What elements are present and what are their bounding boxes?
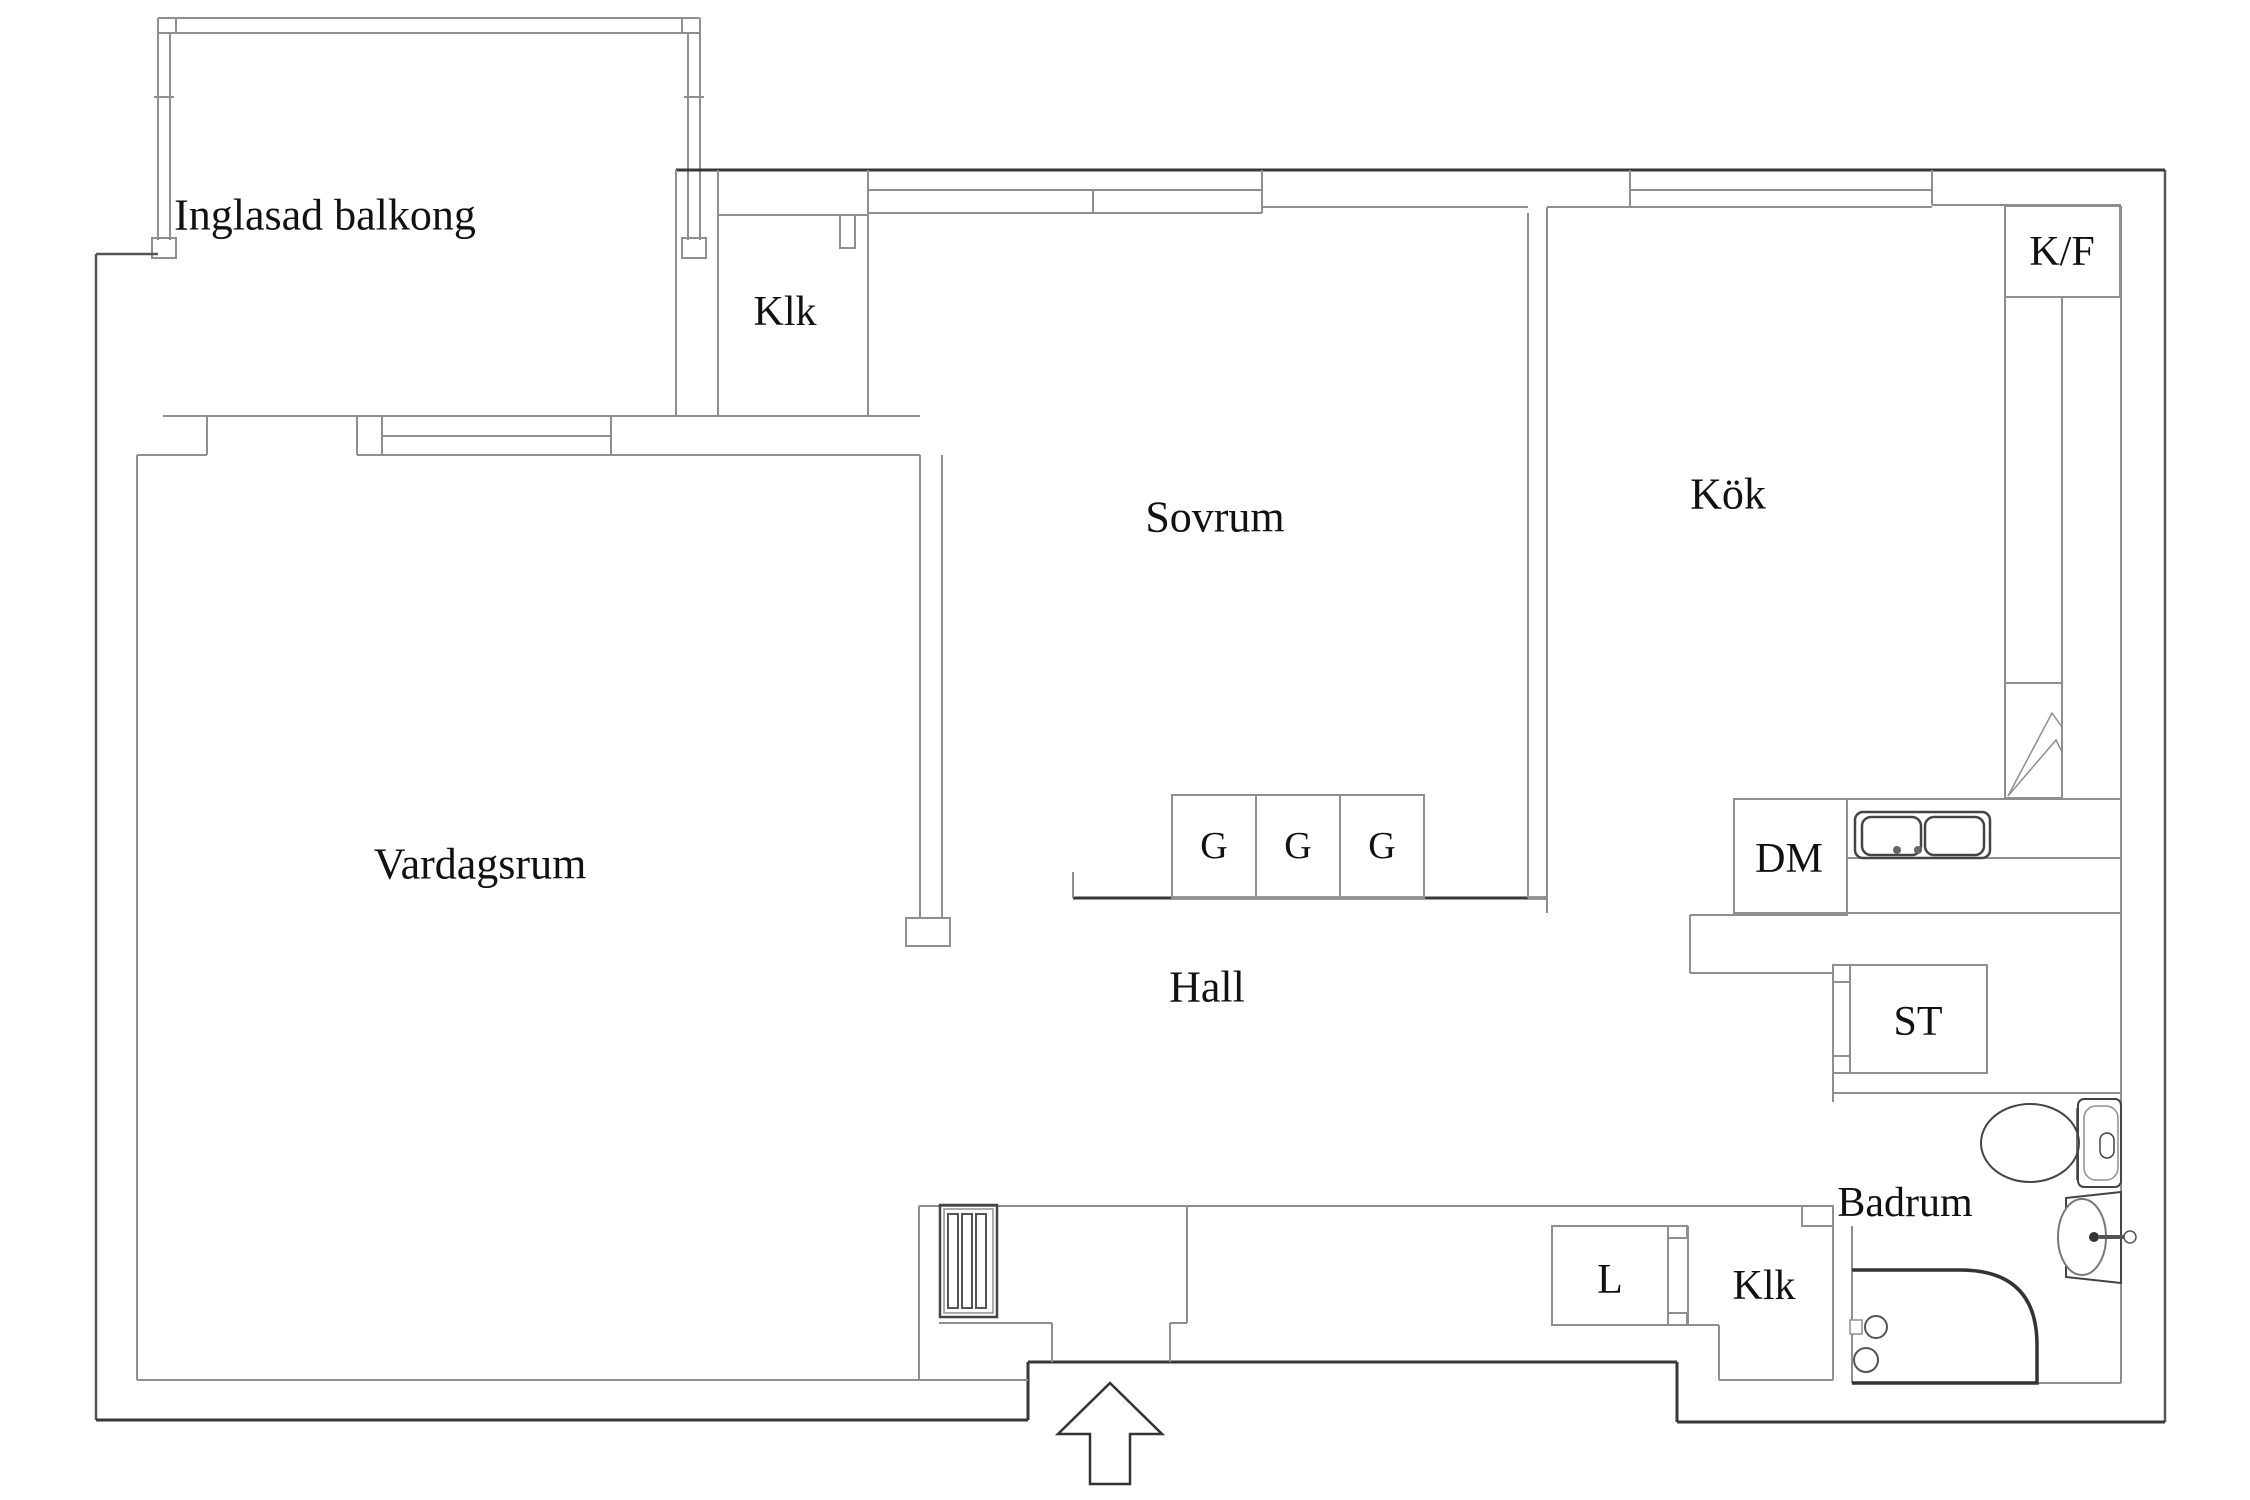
label-storage: ST — [1893, 999, 1942, 1045]
dishwasher-box — [1733, 798, 1848, 916]
laundry-cabinet-box — [1551, 1225, 1669, 1326]
kitchen-west-wall — [1527, 207, 1548, 913]
label-wardrobe-3: G — [1368, 825, 1395, 867]
outer-walls-side — [94, 170, 2167, 1422]
living-room-top-wall — [136, 415, 920, 1380]
bathtub-icon — [1849, 1268, 2039, 1385]
top-wall-windows — [867, 170, 2121, 215]
top-closet-walls — [675, 170, 869, 416]
label-living-room: Vardagsrum — [374, 840, 587, 889]
label-wardrobe-1: G — [1200, 825, 1227, 867]
label-laundry-cabinet: L — [1597, 1257, 1623, 1303]
washbasin-icon — [2057, 1190, 2137, 1285]
outer-walls-top-bottom — [96, 168, 2165, 1424]
label-closet-bottom: Klk — [1733, 1263, 1796, 1309]
label-hall: Hall — [1169, 963, 1245, 1012]
label-balcony: Inglasad balkong — [174, 191, 476, 240]
balcony-glazing — [151, 17, 707, 259]
label-kitchen: Kök — [1690, 470, 1766, 519]
storage-box — [1849, 964, 1988, 1074]
bathroom-fixtures — [1849, 1098, 2137, 1385]
hall-partitions — [137, 206, 2122, 1383]
label-wardrobe-2: G — [1284, 825, 1311, 867]
entrance-arrow-icon — [1054, 1381, 1166, 1486]
toilet-icon — [1980, 1098, 2122, 1188]
label-bedroom: Sovrum — [1145, 493, 1284, 542]
label-closet-top: Klk — [754, 289, 817, 335]
radiator-icon — [938, 1203, 999, 1319]
wardrobe-boxes — [1171, 794, 1425, 899]
bedroom-south-wall — [1072, 794, 1547, 900]
label-fridge-freezer: K/F — [2029, 229, 2094, 275]
bedroom-west-wall — [905, 455, 951, 947]
kitchen-sink-icon — [1853, 810, 1992, 860]
label-dishwasher: DM — [1755, 836, 1823, 882]
stove-icon — [2004, 682, 2063, 799]
kitchen-fittings — [1690, 205, 2121, 916]
label-bathroom: Badrum — [1837, 1180, 1973, 1226]
